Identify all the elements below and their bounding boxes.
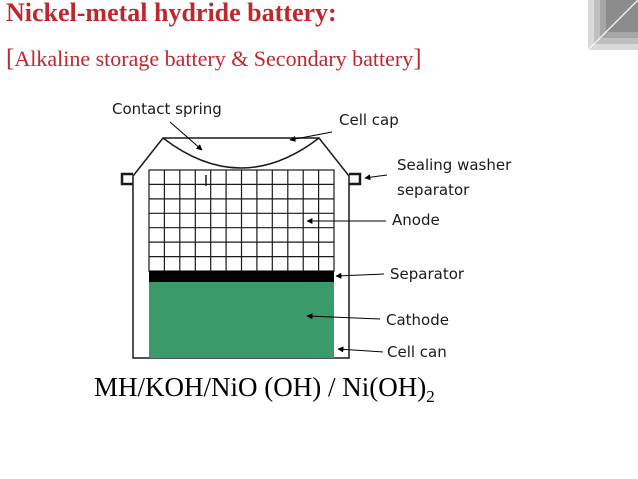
cell-cap [132,137,350,187]
arrow-sealing-washer [364,174,388,181]
subtitle-text: Alkaline storage battery & Secondary bat… [14,46,414,71]
arrow-cell-can [337,346,384,353]
arrow-cathode [306,313,381,320]
anode-grid [148,169,335,272]
label-contact-spring: Contact spring [112,100,222,118]
label-cell-cap: Cell cap [339,111,399,129]
label-anode: Anode [392,211,440,229]
slide-subtitle: [Alkaline storage battery & Secondary ba… [6,44,422,74]
subtitle-bracket-close: ] [413,45,422,72]
label-cell-can: Cell can [387,343,447,361]
subtitle-bracket-open: [ [6,45,15,72]
formula-subscript: 2 [426,387,435,406]
slide-title: Nickel-metal hydride battery: [6,0,337,27]
label-separator-upper: separator [397,181,470,199]
arrow-cell-cap [289,131,333,142]
formula-main: MH/KOH/NiO (OH) / Ni(OH) [94,372,427,402]
label-cathode: Cathode [386,311,449,329]
sealing-washer-left [120,172,133,186]
contact-spring [162,137,320,169]
arrow-separator [335,272,385,279]
cathode-block [149,282,334,358]
reaction-formula: MH/KOH/NiO (OH) / Ni(OH)2 [94,372,435,407]
sealing-washer-right [349,172,362,186]
corner-decoration [584,0,638,54]
label-separator: Separator [390,265,465,283]
arrow-contact-spring [169,121,203,151]
separator-band [149,271,334,282]
label-sealing-washer: Sealing washer [397,156,512,174]
